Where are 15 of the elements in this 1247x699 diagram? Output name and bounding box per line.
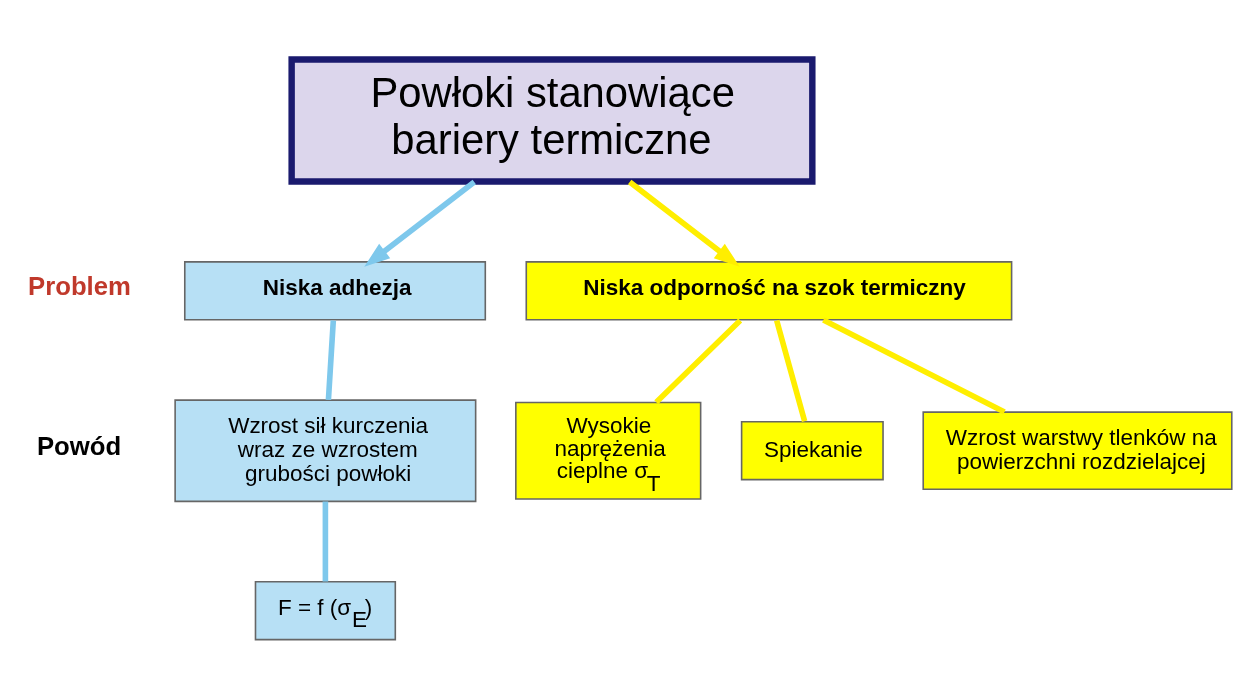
connector xyxy=(325,320,337,400)
node-box: Powłoki stanowiące bariery termiczne xyxy=(288,56,816,185)
label: Powód xyxy=(36,432,122,461)
arrow xyxy=(364,179,476,267)
connector xyxy=(322,501,329,582)
node-box: Niska adhezja xyxy=(183,261,487,321)
label: Problem xyxy=(28,272,131,301)
node-box: Spiekanie xyxy=(740,421,884,481)
connector xyxy=(822,317,1006,415)
node-box: Wzrost warstwy tlenków na powierzchni rozdzielajcej xyxy=(922,411,1233,491)
connector xyxy=(774,319,808,423)
node-box: Niska odporność na szok termiczny xyxy=(525,261,1013,321)
node-box: Wzrost sił kurczenia wraz ze wzrostem grubości powłoki xyxy=(174,399,477,503)
arrow xyxy=(628,179,740,267)
connector xyxy=(654,318,743,405)
